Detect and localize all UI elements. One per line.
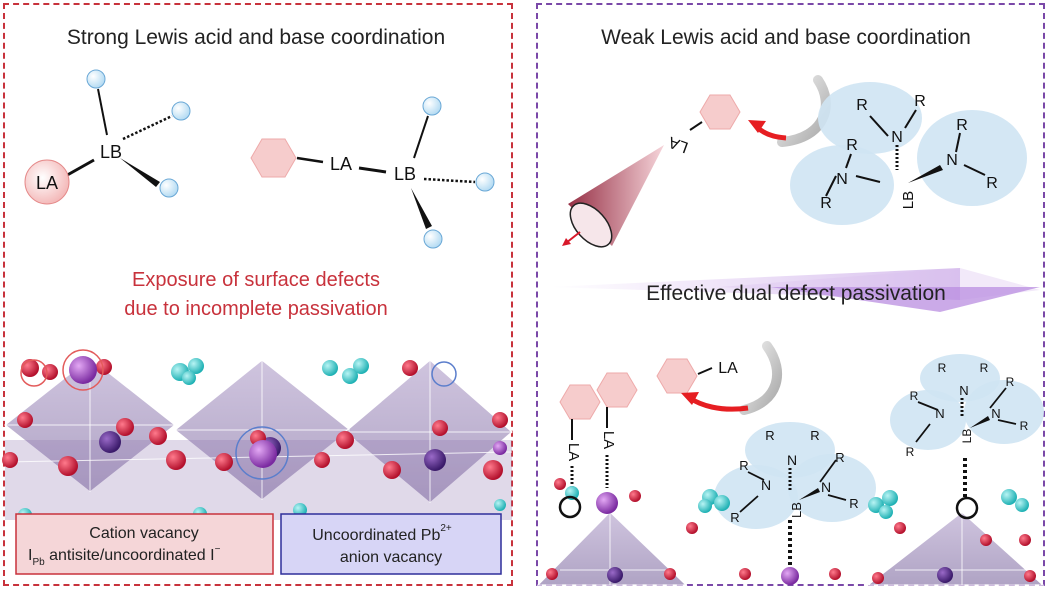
left-title: Strong Lewis acid and base coordination [67,26,445,49]
aryl-ring [250,138,297,178]
weak-lewis-base-ligand: N R R N R R N R R LB [790,82,1027,225]
bound-lewis-base-middle: N N N R R R R R R LB [714,422,876,568]
substituent-sphere [423,229,443,249]
substituent-sphere [159,178,179,198]
arrow-tip [770,287,1040,312]
bound-lewis-acids: LA LA [559,372,638,488]
cation-vacancy-marker [20,359,48,387]
r-label: R [856,97,868,114]
la-label: LA [36,173,58,193]
r-label: R [1006,375,1015,389]
octahedron [536,511,688,586]
right-panel-weak-coordination [536,3,1045,586]
la-label-vertical: LA [565,443,582,461]
antisite-text: IPb antisite/uncoordinated I− [28,544,221,568]
r-label: R [956,117,968,134]
release-arrowhead [681,392,699,405]
r-label: R [730,510,739,525]
r-label: R [849,496,858,511]
r-label: R [846,137,858,154]
n-label: N [821,479,831,495]
lb-label: LB [789,502,804,518]
substituent-sphere [422,96,442,116]
cation-defect-legend: Cation vacancy IPb antisite/uncoordinate… [15,513,274,575]
passivated-vacancy-marker [955,496,979,520]
n-label: N [787,452,797,468]
n-label: N [991,406,1000,421]
uncoordinated-pb-text: Uncoordinated Pb2+ [312,523,452,544]
lb-label: LB [100,142,122,162]
la-label: LA [718,360,738,377]
anion-vacancy-text: anion vacancy [340,549,442,566]
lb-label: LB [960,429,974,444]
n-label: N [959,383,968,398]
r-label: R [938,361,947,375]
anion-defect-legend: Uncoordinated Pb2+ anion vacancy [280,513,502,575]
passivated-vacancy-marker [558,495,582,519]
passivation-label: Effective dual defect passivation [646,282,946,305]
n-label: N [935,406,944,421]
r-label: R [810,428,819,443]
left-perovskite-surface [2,349,513,522]
aryl-ring [656,358,698,394]
lb-label: LB [394,164,416,184]
octahedron [866,511,1045,586]
r-label: R [765,428,774,443]
right-title: Weak Lewis acid and base coordination [601,26,971,49]
r-label: R [820,195,832,212]
r-label: R [739,458,748,473]
substituent-sphere [86,69,106,89]
la-label-vertical: LA [600,431,617,449]
r-label: R [835,450,844,465]
la-sphere [24,159,70,205]
r-label: R [980,361,989,375]
uncoordinated-pb-marker [235,426,289,480]
right-perovskite-surface [536,478,1045,586]
antisite-defect-marker [62,349,104,391]
substituent-sphere [171,101,191,121]
r-label: R [914,93,926,110]
n-label: N [836,171,848,188]
la-label: LA [330,154,352,174]
warning-line-2: due to incomplete passivation [124,298,388,320]
cation-vacancy-text: Cation vacancy [89,525,198,542]
weak-lewis-acid-rotating: LA [562,75,831,248]
released-lewis-acid: LA [656,341,782,415]
r-label: R [910,389,919,403]
bound-lewis-base-right: N N N R R R R R R LB [890,354,1044,498]
left-panel-strong-coordination [3,3,513,586]
n-label: N [891,129,903,146]
warning-line-1: Exposure of surface defects [132,269,380,291]
anion-vacancy-marker [431,361,457,387]
rotation-arrowhead [748,120,766,133]
substituent-sphere [475,172,495,192]
aryl-ring [699,94,741,130]
n-label: N [761,477,771,493]
strong-lewis-adduct-ring: LA LB [250,96,495,249]
strong-lewis-adduct-ball: LA LB [24,69,191,205]
n-label: N [946,152,958,169]
r-label: R [906,445,915,459]
passivation-arrow: Effective dual defect passivation [548,268,1040,312]
r-label: R [986,175,998,192]
r-label: R [1020,419,1029,433]
la-label-rotated: LA [666,133,691,156]
lb-label: LB [900,191,917,209]
